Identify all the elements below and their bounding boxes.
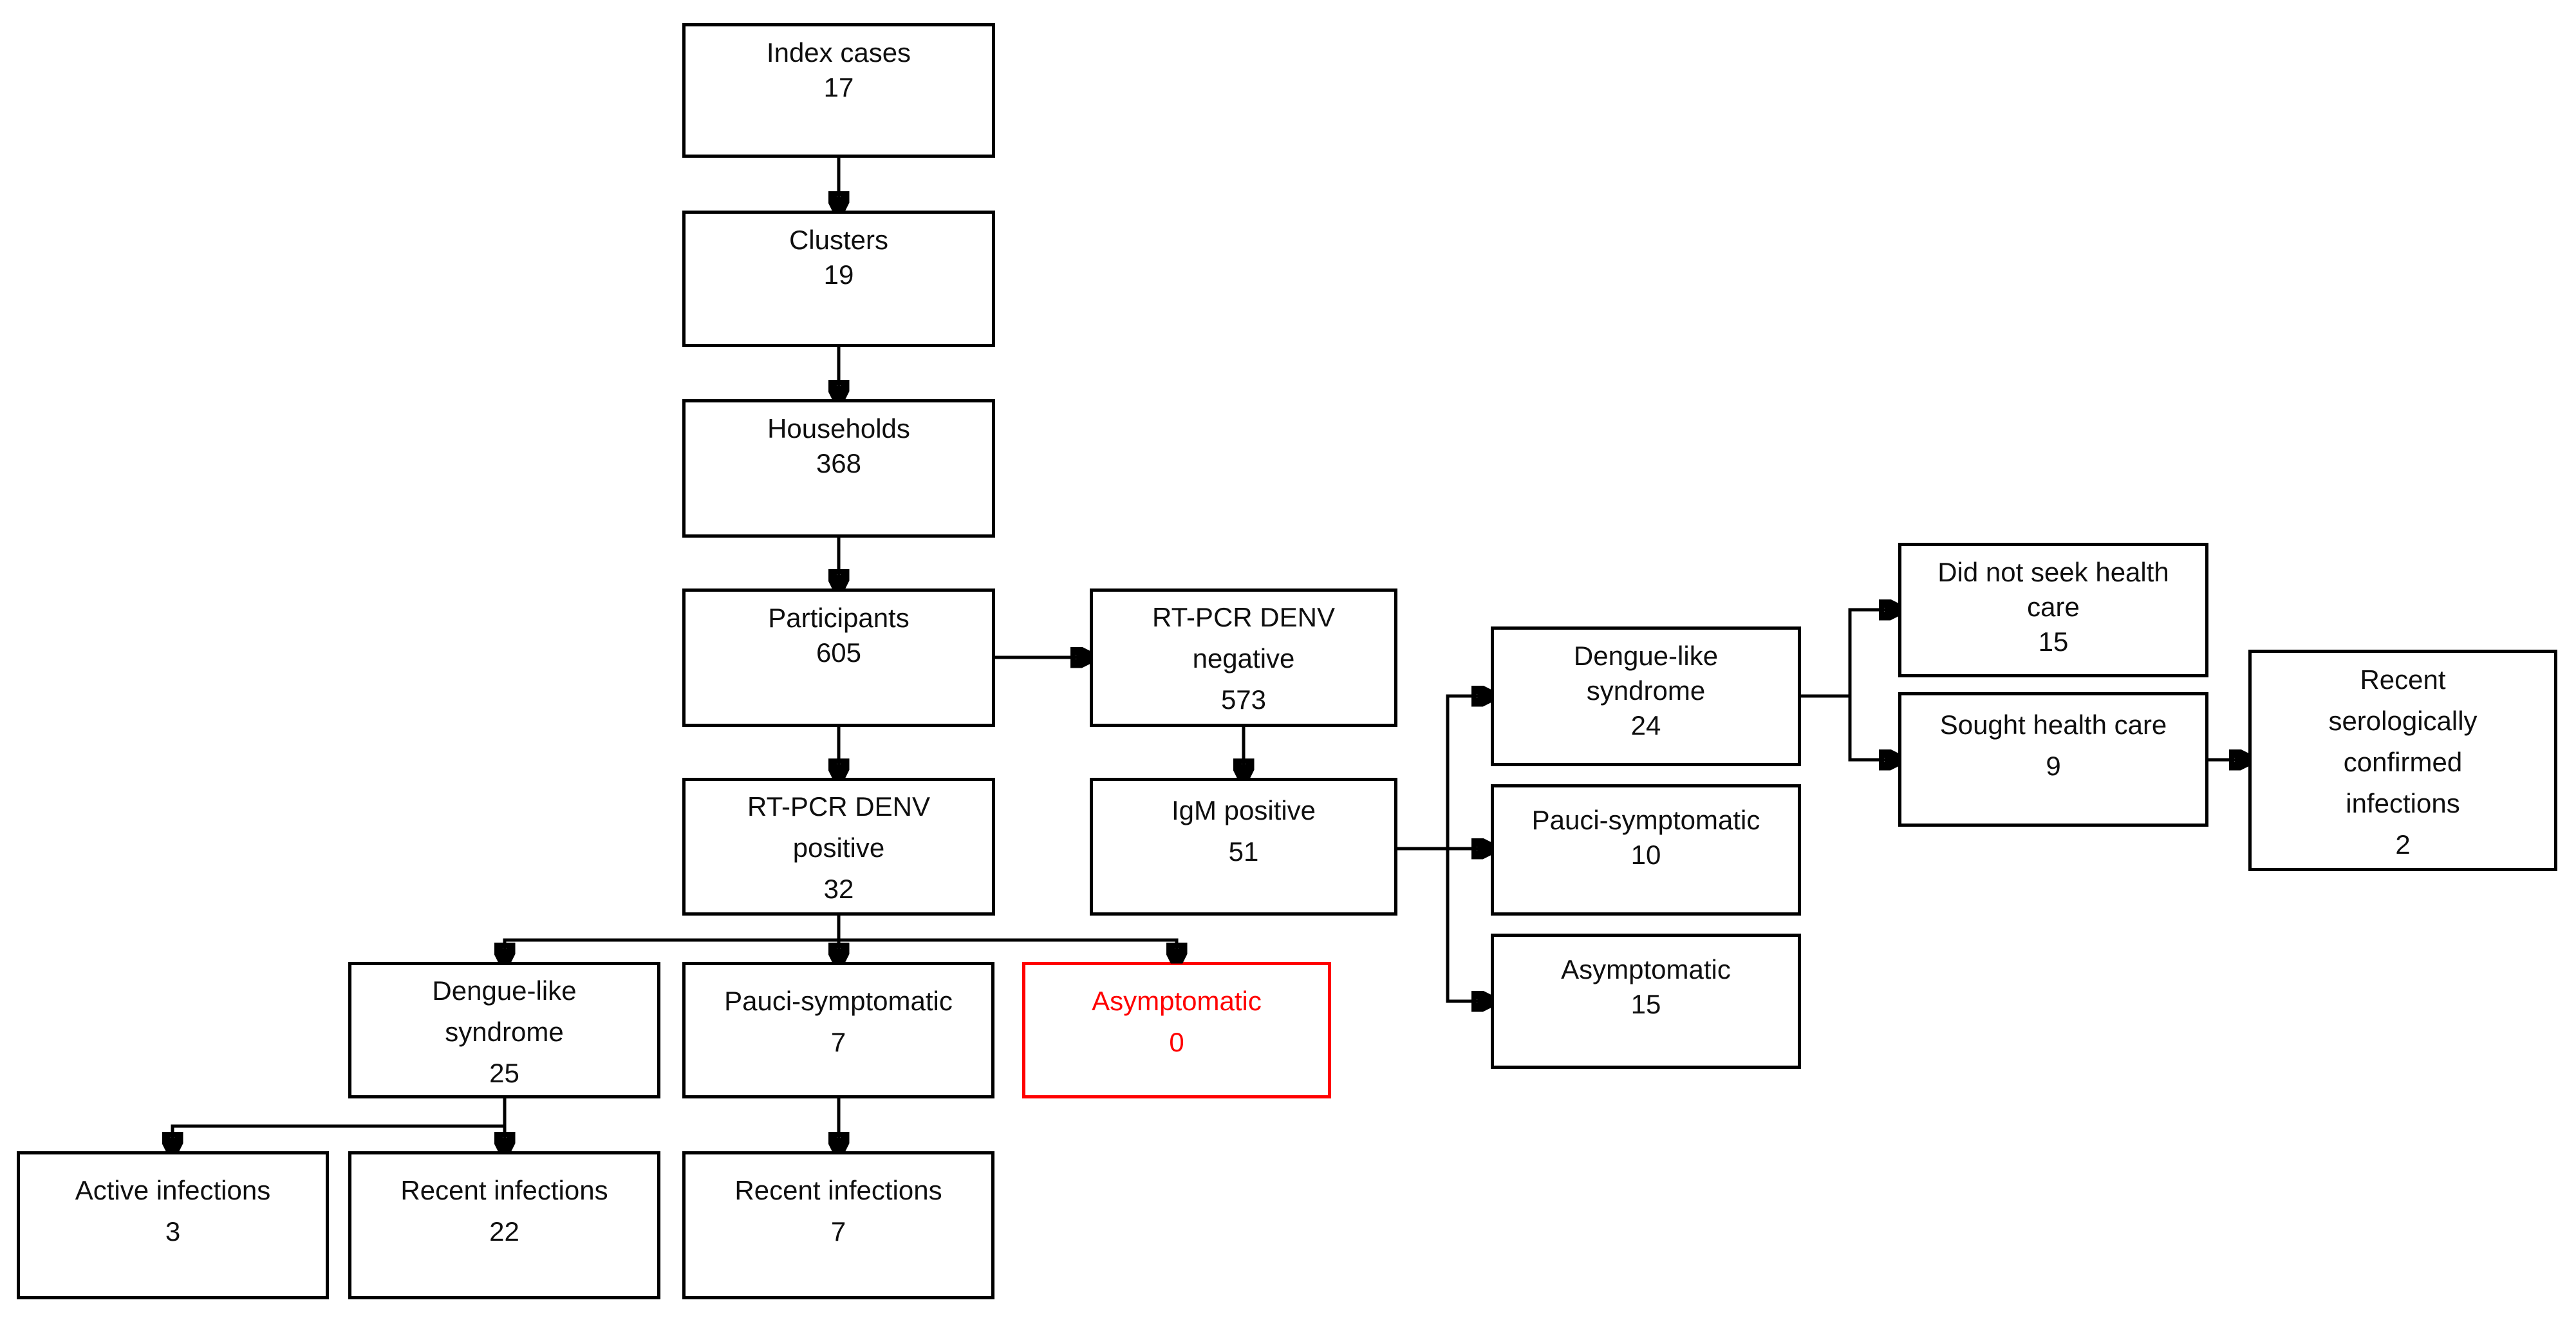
node-value: 573 [1220, 684, 1267, 715]
edge-dengue-to-active-infections [173, 1124, 505, 1151]
node-label: infections [2346, 788, 2460, 818]
node-asymptomatic-igm: Asymptomatic 15 [1491, 934, 1801, 1069]
node-value: 32 [823, 874, 854, 904]
node-label: serologically [2328, 706, 2478, 736]
node-value: 605 [816, 637, 862, 668]
node-sought-health-care: Sought health care 9 [1898, 692, 2208, 827]
node-label: Asymptomatic [1561, 954, 1731, 984]
node-recent-infections-dls: Recent infections 22 [348, 1151, 660, 1299]
node-pauci-symptomatic-pcr: Pauci-symptomatic 7 [682, 962, 994, 1098]
node-label: Dengue-like [1573, 641, 1719, 671]
node-label: Households [767, 413, 910, 444]
node-index-cases: Index cases 17 [682, 23, 995, 158]
edge-dengue-to-sought [1848, 696, 1898, 760]
node-value: 19 [823, 259, 854, 290]
node-label: Dengue-like [432, 975, 577, 1006]
node-label: confirmed [2343, 747, 2463, 777]
node-label: Did not seek health [1937, 557, 2169, 587]
node-value: 17 [823, 72, 854, 102]
node-label: Pauci-symptomatic [724, 986, 953, 1016]
node-clusters: Clusters 19 [682, 211, 995, 347]
node-label: Sought health care [1939, 710, 2167, 740]
node-dengue-like-syndrome-igm: Dengue-like syndrome 24 [1491, 626, 1801, 766]
node-label: IgM positive [1171, 795, 1316, 825]
node-value: 15 [1630, 989, 1661, 1019]
edge-dengue-to-did-not-seek [1801, 610, 1898, 698]
node-label: syndrome [445, 1017, 564, 1047]
edge-igm-to-asymptomatic [1446, 849, 1491, 1001]
node-participants: Participants 605 [682, 588, 995, 727]
node-label: syndrome [1586, 675, 1706, 706]
node-value: 24 [1630, 710, 1661, 740]
node-label: Recent infections [734, 1175, 942, 1205]
edge-rtpcr-positive-to-asymptomatic [839, 938, 1177, 962]
node-asymptomatic-pcr: Asymptomatic 0 [1022, 962, 1331, 1098]
node-value: 15 [2038, 626, 2069, 657]
edge-igm-to-dengue [1446, 696, 1491, 849]
node-recent-infections-pauci: Recent infections 7 [682, 1151, 994, 1299]
node-value: 368 [816, 448, 862, 478]
node-dengue-like-syndrome-pcr: Dengue-like syndrome 25 [348, 962, 660, 1098]
node-label: Asymptomatic [1092, 986, 1262, 1016]
node-households: Households 368 [682, 399, 995, 538]
node-label: positive [792, 833, 885, 863]
node-value: 10 [1630, 840, 1661, 870]
node-label: RT-PCR DENV [747, 791, 930, 822]
node-value: 7 [830, 1216, 846, 1247]
node-label: RT-PCR DENV [1152, 602, 1335, 632]
node-label: Recent [2360, 664, 2446, 695]
node-did-not-seek-health-care: Did not seek health care 15 [1898, 543, 2208, 677]
node-label: negative [1192, 643, 1295, 673]
node-label: Index cases [766, 37, 911, 68]
node-value: 25 [489, 1058, 519, 1088]
node-label: Recent infections [400, 1175, 608, 1205]
node-value: 7 [830, 1027, 846, 1057]
node-rt-pcr-denv-positive: RT-PCR DENV positive 32 [682, 778, 995, 916]
node-value: 2 [2395, 829, 2411, 860]
node-recent-serologically-confirmed-infections: Recent serologically confirmed infection… [2248, 650, 2557, 871]
node-label: Pauci-symptomatic [1531, 805, 1760, 835]
node-value: 22 [489, 1216, 519, 1247]
node-value: 0 [1169, 1027, 1184, 1057]
node-value: 3 [165, 1216, 181, 1247]
node-rt-pcr-denv-negative: RT-PCR DENV negative 573 [1090, 588, 1397, 727]
node-value: 9 [2046, 751, 2061, 781]
node-igm-positive: IgM positive 51 [1090, 778, 1397, 916]
node-label: Participants [768, 603, 910, 633]
node-pauci-symptomatic-igm: Pauci-symptomatic 10 [1491, 784, 1801, 916]
node-label: care [2027, 592, 2080, 622]
node-value: 51 [1228, 836, 1259, 867]
node-label: Active infections [75, 1175, 271, 1205]
edge-rtpcr-positive-to-dengue [505, 938, 839, 962]
node-active-infections: Active infections 3 [17, 1151, 329, 1299]
node-label: Clusters [789, 225, 889, 255]
